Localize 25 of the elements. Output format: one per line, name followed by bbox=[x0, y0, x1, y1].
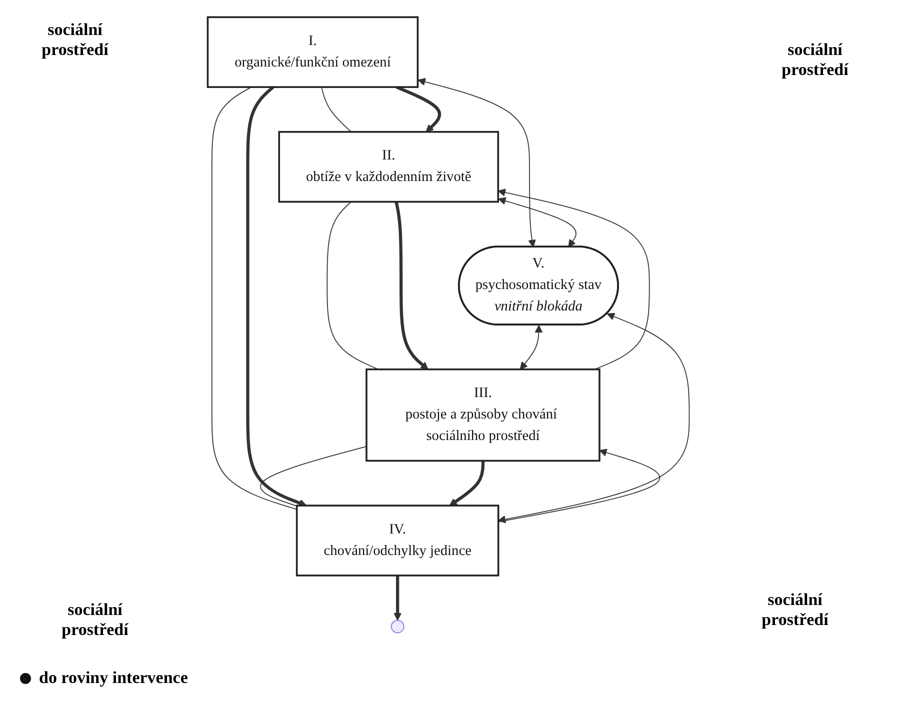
area-label: sociální prostředí bbox=[60, 600, 130, 640]
arrow bbox=[394, 201, 428, 370]
arrow bbox=[394, 575, 402, 621]
arrow bbox=[498, 448, 660, 522]
connector bbox=[326, 201, 379, 370]
arrow bbox=[418, 78, 536, 248]
legend-text: do roviny intervence bbox=[39, 668, 188, 688]
arrow bbox=[449, 460, 485, 506]
connector bbox=[260, 446, 367, 507]
arrow bbox=[498, 312, 690, 524]
node-box: IV. chování/odchylky jedince bbox=[296, 504, 500, 576]
arrow bbox=[396, 86, 442, 132]
connector bbox=[211, 86, 298, 510]
arrow bbox=[498, 197, 576, 248]
node-circle bbox=[390, 620, 404, 634]
area-label: sociální prostředí bbox=[40, 20, 110, 60]
area-label: sociální prostředí bbox=[780, 40, 850, 80]
connector bbox=[321, 86, 352, 132]
arrow bbox=[498, 188, 650, 370]
node-box: II. obtíže v každodenním životě bbox=[278, 130, 500, 203]
arrow bbox=[246, 86, 307, 507]
arrow bbox=[520, 325, 543, 370]
node-box: III. postoje a způsoby chování sociálního prostředí bbox=[366, 368, 600, 462]
area-label: sociální prostředí bbox=[760, 590, 830, 630]
node-box: I. organické/funkční omezení bbox=[206, 16, 419, 88]
